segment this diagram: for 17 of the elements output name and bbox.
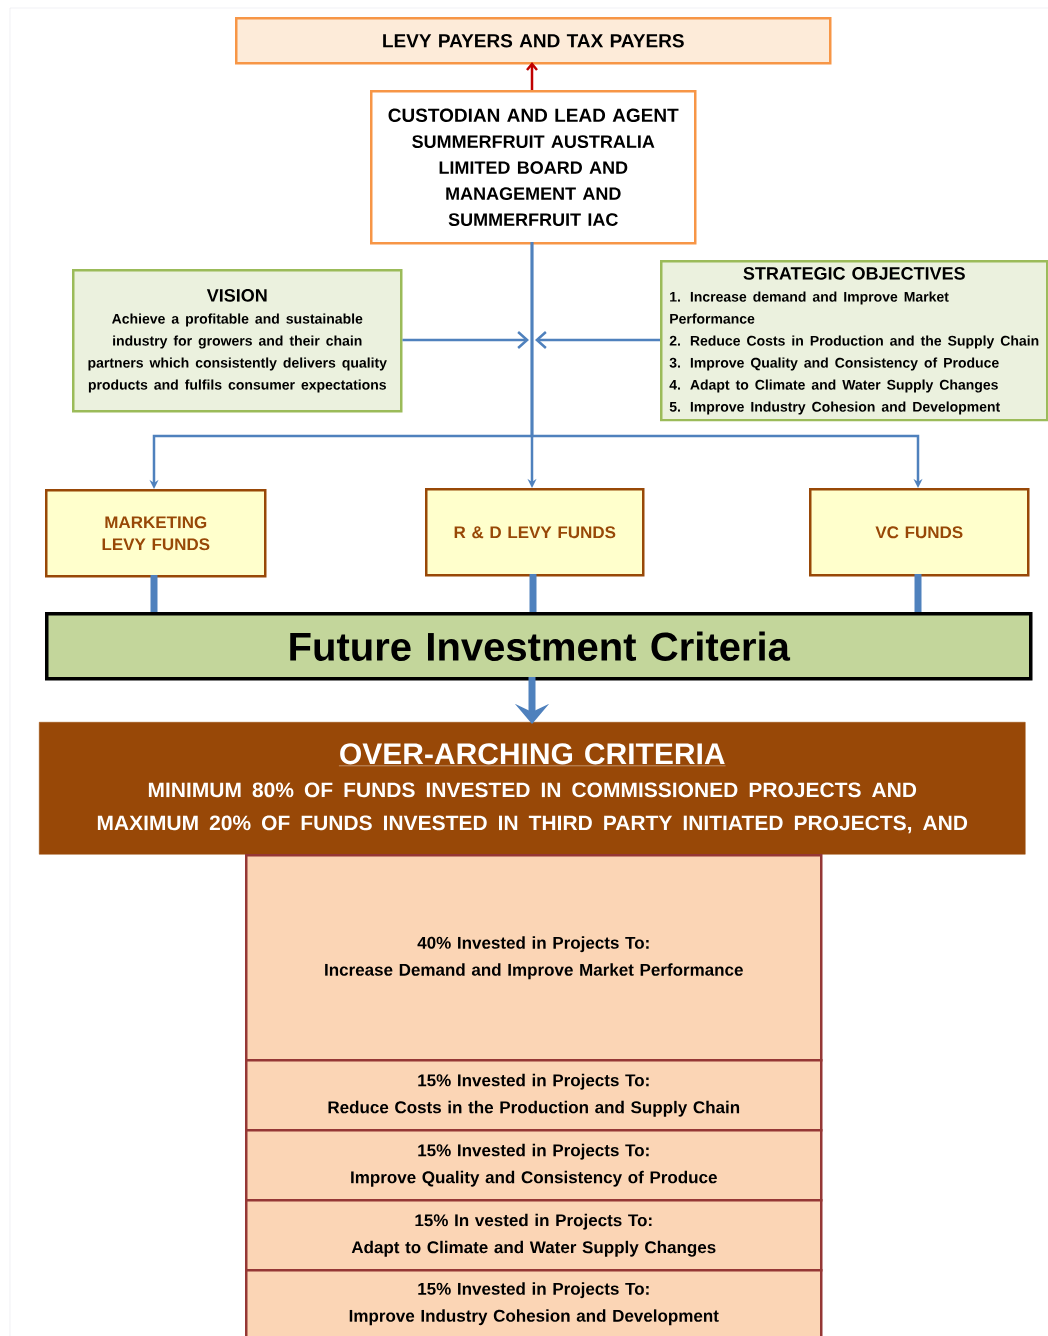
arrow — [530, 242, 923, 488]
header-box: LEVY PAYERS AND TAX PAYERS — [235, 17, 832, 65]
arrow — [402, 331, 529, 349]
allocation-box: 15% Invested in Projects To: Reduce Costs in the Production and Supply Chain — [245, 1059, 823, 1132]
fund-box: VC FUNDS — [809, 488, 1030, 577]
arrow — [526, 62, 538, 90]
allocation-box: 15% Invested in Projects To: Improve Industry Cohesion and Development — [245, 1269, 823, 1336]
objectives-box: STRATEGIC OBJECTIVES 1. Increase demand and Improve Market Performance 2. Reduce Costs in Production and the Supply Chain 3. Improve Quality and Consistency of Produce 4. Adapt to Climate and Water Supply Changes 5. Improve Industry Cohesion and Development — [660, 260, 1048, 422]
fund-box: R & D LEVY FUNDS — [425, 488, 645, 577]
vision-box: VISION Achieve a profitable and sustainable industry for growers and their chain partners which consistently delivers quality products and fulfils consumer expectations — [72, 269, 403, 413]
allocation-box: 15% Invested in Projects To: Improve Quality and Consistency of Produce — [245, 1129, 823, 1202]
arrow — [535, 331, 660, 349]
allocation-box: 15% In vested in Projects To: Adapt to Climate and Water Supply Changes — [245, 1199, 823, 1272]
criteria-banner: Future Investment Criteria — [45, 612, 1033, 681]
criteria-panel: OVER-ARCHING CRITERIA MINIMUM 80% OF FUNDS INVESTED IN COMMISSIONED PROJECTS AND MAXIMUM 20% OF FUNDS INVESTED IN THIRD PARTY INITIATED PROJECTS, AND — [39, 722, 1026, 855]
agent-box: CUSTODIAN AND LEAD AGENT SUMMERFRUIT AUSTRALIA LIMITED BOARD AND MANAGEMENT AND SUMMERFRUIT IAC — [370, 90, 697, 245]
fund-box: MARKETING LEVY FUNDS — [45, 489, 267, 578]
